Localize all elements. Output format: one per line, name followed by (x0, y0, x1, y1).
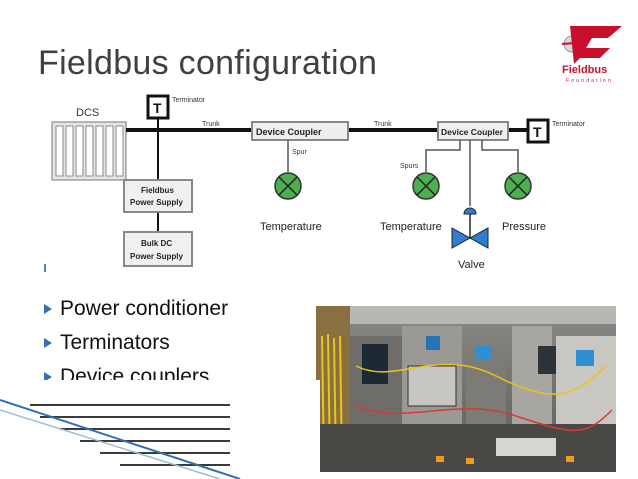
decorative-corner (0, 380, 320, 479)
bulk-dc-power-supply (123, 231, 193, 267)
spur-line-2 (425, 140, 461, 172)
bulk-dc-power-supply-line2: Power Supply (130, 252, 183, 261)
terminator-right (526, 118, 550, 144)
terminator-left (146, 94, 170, 120)
fieldbus-power-supply-line2: Power Supply (130, 198, 183, 207)
valve-icon (451, 207, 489, 249)
pressure-sensor (504, 172, 532, 200)
spur-line-4 (481, 140, 519, 172)
small-marker (44, 264, 46, 272)
slide-title: Fieldbus configuration (38, 44, 378, 82)
dcs-rack: DCS (51, 107, 127, 181)
spurs-label: Spurs (400, 163, 419, 170)
fieldbus-power-supply-line1: Fieldbus (141, 186, 174, 195)
device-coupler-1-label: Device Coupler (256, 127, 322, 137)
terminator-right-label: Terminator (552, 121, 586, 128)
bullet-item: Power conditioner (44, 292, 228, 326)
equipment-photo (316, 306, 616, 472)
temperature-2-label: Temperature (380, 221, 442, 233)
fieldbus-foundation-logo (561, 26, 622, 64)
device-coupler-1 (251, 121, 349, 141)
temperature-sensor-2 (412, 172, 440, 200)
dcs-label: DCS (76, 107, 99, 119)
bullet-item: Terminators (44, 326, 228, 360)
bullet-arrow-icon (44, 304, 52, 314)
bullet-arrow-icon (44, 372, 52, 382)
valve-label: Valve (458, 259, 485, 271)
temperature-sensor-1 (274, 172, 302, 200)
bullet-text: Terminators (60, 331, 170, 354)
terminator-left-symbol: T (153, 100, 162, 116)
fieldbus-power-supply (123, 179, 193, 213)
temperature-1-label: Temperature (260, 221, 322, 233)
fieldbus-diagram: DCS T Terminator Trunk Trunk Fieldbus Po… (40, 88, 600, 280)
trunk-label-1: Trunk (202, 121, 220, 128)
bullet-list: Power conditioner Terminators Device cou… (44, 292, 228, 394)
device-coupler-2-label: Device Coupler (441, 127, 504, 137)
logo-subtext: Foundation (566, 78, 614, 84)
bulk-dc-power-supply-line1: Bulk DC (141, 239, 172, 248)
bullet-text: Power conditioner (60, 297, 229, 320)
terminator-left-label: Terminator (172, 97, 206, 104)
terminator-right-symbol: T (533, 124, 542, 140)
pressure-label: Pressure (502, 221, 546, 233)
spur-label: Spur (292, 149, 307, 156)
device-coupler-2 (437, 121, 509, 141)
bullet-arrow-icon (44, 338, 52, 348)
logo-text: Fieldbus (562, 64, 608, 76)
trunk-label-2: Trunk (374, 121, 392, 128)
